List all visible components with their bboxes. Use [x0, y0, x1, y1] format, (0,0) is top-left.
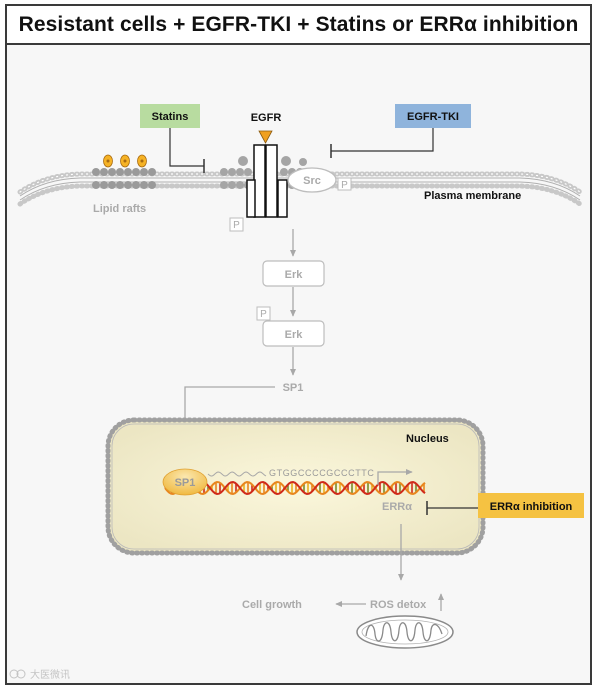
sp1-bound-label: SP1: [175, 477, 196, 489]
statins-box: [140, 104, 200, 128]
egfr-tki-box: [395, 104, 471, 128]
egfr-tki-inhibition-line: [331, 128, 434, 152]
transcription-start-arrow: [377, 468, 413, 485]
egfr-label: EGFR: [251, 112, 282, 124]
sp1-label: SP1: [283, 382, 304, 394]
egfr-phospho-tag: P: [233, 220, 240, 231]
phospho-erk-box: [262, 320, 325, 347]
src-phospho-tag: P: [341, 180, 348, 191]
ros-detox-label: ROS detox: [370, 599, 427, 611]
lipid-raft-cluster: [92, 154, 156, 189]
watermark: 大医微讯: [9, 668, 70, 681]
statins-inhibition-line: [169, 128, 204, 167]
title-bar: Resistant cells + EGFR-TKI + Statins or …: [5, 4, 592, 45]
egfr-tki-label: EGFR-TKI: [407, 111, 459, 123]
phospho-erk-label: Erk: [285, 329, 304, 341]
plasma-membrane-label: Plasma membrane: [424, 190, 521, 202]
src-kinase: [287, 167, 337, 193]
dna-helix-icon: [164, 481, 426, 495]
ligand-triangle-icon: [258, 130, 273, 144]
src-label: Src: [303, 175, 321, 187]
cell-growth-label: Cell growth: [242, 599, 302, 611]
dna-sequence: GTGGCCCCGCCCTTC: [269, 468, 375, 478]
erra-label: ERRα: [382, 501, 412, 513]
dna-strand: [164, 481, 426, 495]
erk-phospho-tag: P: [260, 309, 267, 320]
erk-label: Erk: [285, 269, 304, 281]
erra-inhibition-box: [478, 493, 584, 518]
watermark-text: 大医微讯: [30, 668, 70, 681]
statins-label: Statins: [152, 111, 189, 123]
nucleus-label: Nucleus: [406, 433, 449, 445]
promoter-squiggle: [207, 471, 267, 477]
mitochondrion-icon: [356, 615, 454, 649]
dna-strand: [164, 481, 426, 495]
lipid-rafts-label: Lipid rafts: [93, 203, 146, 215]
egfr-receptor-icon: [246, 144, 288, 218]
sp1-bound-factor: SP1: [162, 468, 208, 496]
erra-inhibition-label: ERRα inhibition: [490, 501, 573, 513]
erk-box: [262, 260, 325, 287]
figure-title: Resistant cells + EGFR-TKI + Statins or …: [18, 12, 579, 36]
